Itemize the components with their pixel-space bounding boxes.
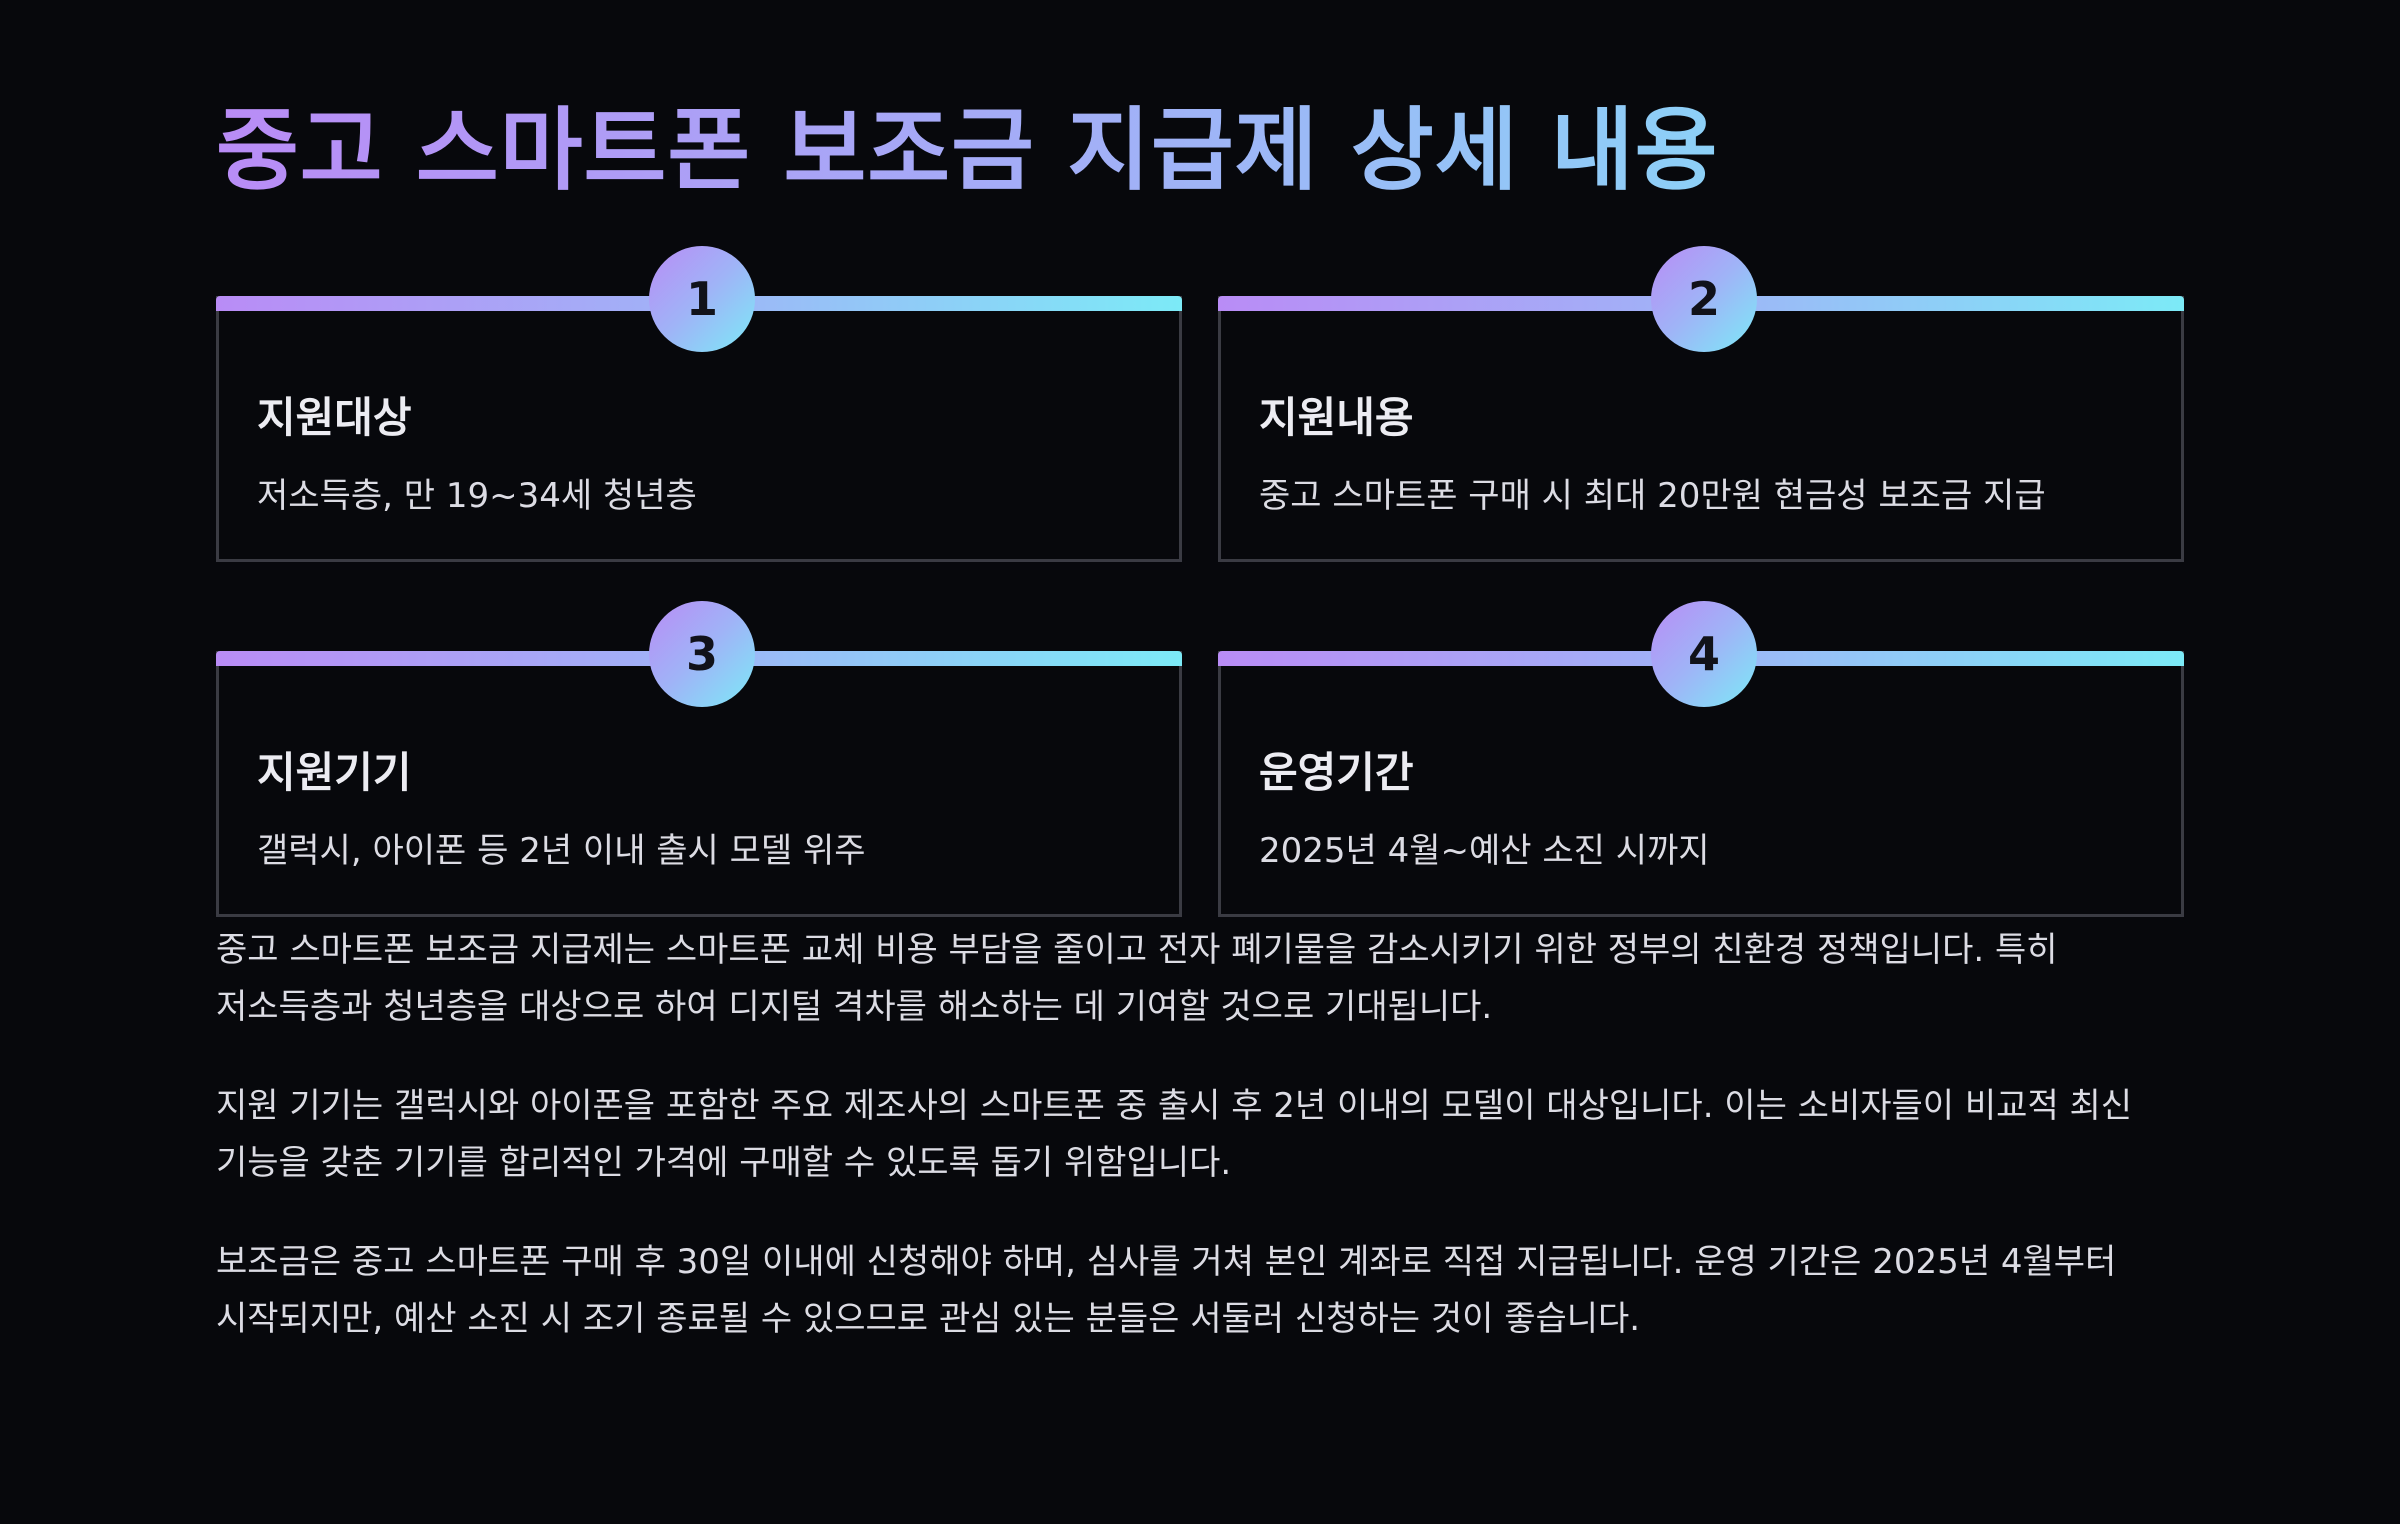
card-heading: 지원내용 [1259, 393, 1414, 442]
card-number-badge: 1 [649, 246, 755, 352]
paragraph: 중고 스마트폰 보조금 지급제는 스마트폰 교체 비용 부담을 줄이고 전자 폐… [216, 930, 2058, 1027]
info-card-grid: 1 지원대상 저소득층, 만 19~34세 청년층 2 지원내용 중고 스마트폰… [216, 246, 2184, 922]
card-description: 2025년 4월~예산 소진 시까지 [1259, 831, 1710, 871]
card-heading: 지원기기 [257, 748, 412, 797]
card-heading: 운영기간 [1259, 748, 1414, 797]
page-content: 중고 스마트폰 보조금 지급제 상세 내용 1 지원대상 저소득층, 만 19~… [216, 96, 2184, 1390]
body-text: 중고 스마트폰 보조금 지급제는 스마트폰 교체 비용 부담을 줄이고 전자 폐… [216, 922, 2184, 1348]
card-heading: 지원대상 [257, 393, 412, 442]
card-number-badge: 4 [1651, 601, 1757, 707]
info-card-target: 1 지원대상 저소득층, 만 19~34세 청년층 [216, 246, 1182, 562]
paragraph: 지원 기기는 갤럭시와 아이폰을 포함한 주요 제조사의 스마트폰 중 출시 후… [216, 1086, 2133, 1183]
paragraph: 보조금은 중고 스마트폰 구매 후 30일 이내에 신청해야 하며, 심사를 거… [216, 1242, 2117, 1339]
info-card-devices: 3 지원기기 갤럭시, 아이폰 등 2년 이내 출시 모델 위주 [216, 601, 1182, 917]
info-card-content: 2 지원내용 중고 스마트폰 구매 시 최대 20만원 현금성 보조금 지급 [1218, 246, 2184, 562]
card-description: 갤럭시, 아이폰 등 2년 이내 출시 모델 위주 [257, 831, 866, 871]
card-description: 저소득층, 만 19~34세 청년층 [257, 476, 697, 516]
card-number-badge: 2 [1651, 246, 1757, 352]
card-description: 중고 스마트폰 구매 시 최대 20만원 현금성 보조금 지급 [1259, 476, 2046, 516]
page-title: 중고 스마트폰 보조금 지급제 상세 내용 [216, 96, 2184, 206]
info-card-period: 4 운영기간 2025년 4월~예산 소진 시까지 [1218, 601, 2184, 917]
card-number-badge: 3 [649, 601, 755, 707]
